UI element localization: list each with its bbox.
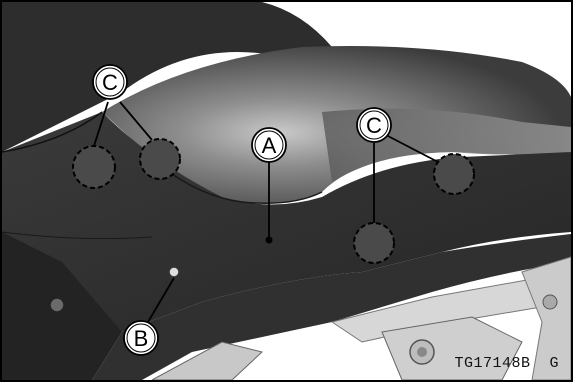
frame-right-edge: [521, 256, 571, 380]
callout-inner-rings: [95, 67, 389, 353]
seat-pointer-dot: [265, 236, 273, 244]
seam-line-3: [2, 231, 153, 240]
hook-marker-3: [433, 153, 475, 195]
seam-line-1: [2, 111, 103, 153]
hook-marker-4: [353, 222, 395, 264]
upper-bodywork: [2, 2, 332, 152]
callout-c-right: C: [366, 113, 382, 138]
seam-line-2: [161, 166, 323, 204]
figure-reference-code: TG17148B G: [454, 355, 559, 372]
callout-c-left: C: [102, 70, 118, 95]
callout-circles: [92, 64, 392, 356]
callout-b: B: [134, 326, 149, 351]
leader-lines: [93, 101, 439, 323]
panel-bolt: [49, 297, 65, 313]
screw-hole: [168, 266, 180, 278]
frame-bolt-right: [542, 294, 558, 310]
lower-body: [92, 234, 571, 380]
frame-rail: [330, 271, 571, 343]
frame-bolt-center: [417, 347, 427, 357]
frame-bracket: [381, 316, 523, 380]
hook-marker-1: [72, 145, 116, 189]
frame-lower-left: [151, 341, 264, 380]
callout-a: A: [262, 133, 277, 158]
hook-marker-2: [139, 138, 181, 180]
hook-markers: [72, 138, 475, 264]
